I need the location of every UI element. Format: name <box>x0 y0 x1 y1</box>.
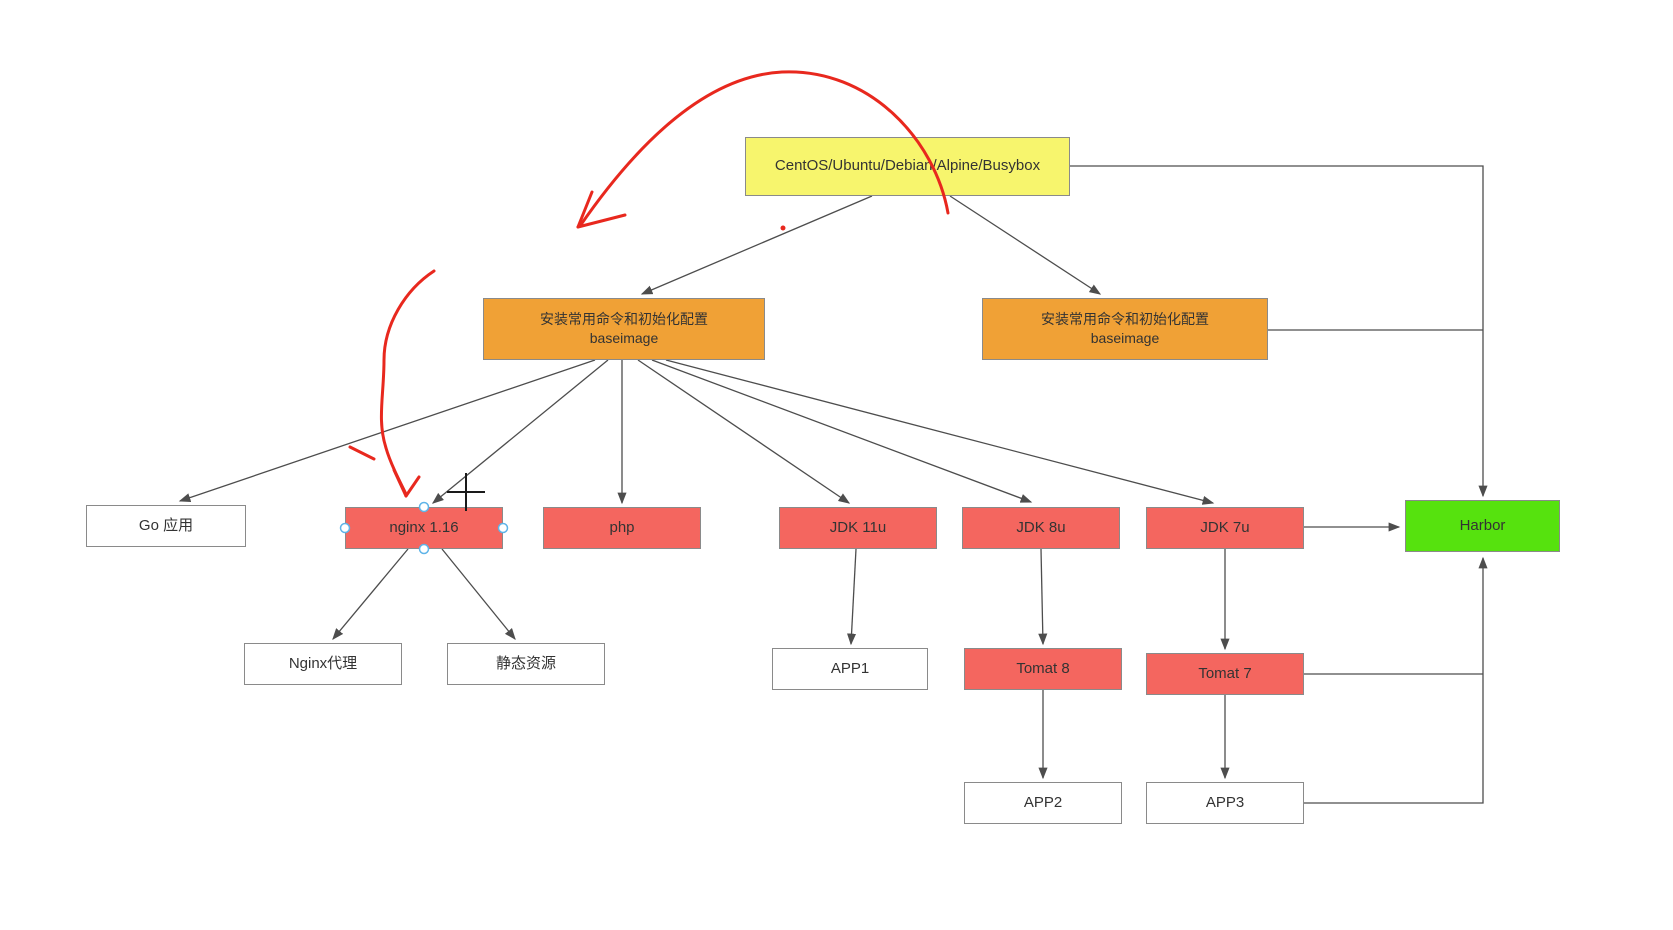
node-static-res[interactable]: 静态资源 <box>447 643 605 685</box>
edge-baseimage-nginx <box>431 359 609 504</box>
node-jdk11-label: JDK 11u <box>829 518 887 536</box>
node-baseimage-right-line1: 安装常用命令和初始化配置 <box>1041 311 1209 328</box>
node-jdk7-label: JDK 7u <box>1200 518 1250 536</box>
node-baseimage-right-line2: baseimage <box>1090 330 1160 346</box>
node-static-res-label: 静态资源 <box>495 654 556 672</box>
node-nginx-label: nginx 1.16 <box>389 518 459 536</box>
node-nginx[interactable]: nginx 1.16 <box>345 507 503 549</box>
edge-baseimage-goapp <box>178 359 596 502</box>
node-baseimage-left-line1: 安装常用命令和初始化配置 <box>540 311 708 328</box>
node-jdk8-label: JDK 8u <box>1016 518 1066 536</box>
node-app3-label: APP3 <box>1205 793 1245 811</box>
node-jdk11[interactable]: JDK 11u <box>779 507 937 549</box>
node-app1-label: APP1 <box>830 659 870 677</box>
node-baseimage-right[interactable]: 安装常用命令和初始化配置 baseimage <box>982 298 1268 360</box>
node-go-app-label: Go 应用 <box>138 516 194 534</box>
node-tomat8-label: Tomat 8 <box>1016 659 1070 677</box>
node-tomat8[interactable]: Tomat 8 <box>964 648 1122 690</box>
node-app2-label: APP2 <box>1023 793 1063 811</box>
edge-os-baseimage-left <box>640 195 873 295</box>
node-app2[interactable]: APP2 <box>964 782 1122 824</box>
node-baseimage-left-line2: baseimage <box>589 330 659 346</box>
edge-os-harbor <box>1070 165 1488 498</box>
node-jdk8[interactable]: JDK 8u <box>962 507 1120 549</box>
edge-baseimage-jdk8 <box>651 359 1033 503</box>
edge-jdk11-app1 <box>847 548 857 646</box>
node-harbor-label: Harbor <box>1459 516 1506 534</box>
node-go-app[interactable]: Go 应用 <box>86 505 246 547</box>
node-baseimage-left[interactable]: 安装常用命令和初始化配置 baseimage <box>483 298 765 360</box>
edge-os-baseimage-right <box>949 195 1102 295</box>
node-app3[interactable]: APP3 <box>1146 782 1304 824</box>
edge-nginx-proxy <box>332 548 409 640</box>
node-php[interactable]: php <box>543 507 701 549</box>
node-php-label: php <box>609 518 635 536</box>
node-os-label: CentOS/Ubuntu/Debian/Alpine/Busybox <box>774 157 1041 175</box>
node-tomat7-label: Tomat 7 <box>1198 664 1252 682</box>
edge-baseimage-jdk11 <box>637 359 851 504</box>
node-nginx-proxy[interactable]: Nginx代理 <box>244 643 402 685</box>
edge-baseimage-jdk7 <box>665 359 1215 505</box>
node-nginx-proxy-label: Nginx代理 <box>288 654 358 672</box>
edge-app3-harbor <box>1304 556 1488 804</box>
edge-jdk8-tomat8 <box>1038 548 1048 646</box>
node-tomat7[interactable]: Tomat 7 <box>1146 653 1304 695</box>
edge-nginx-static <box>441 548 516 641</box>
node-os[interactable]: CentOS/Ubuntu/Debian/Alpine/Busybox <box>745 137 1070 196</box>
node-harbor[interactable]: Harbor <box>1405 500 1560 552</box>
node-app1[interactable]: APP1 <box>772 648 928 690</box>
node-jdk7[interactable]: JDK 7u <box>1146 507 1304 549</box>
